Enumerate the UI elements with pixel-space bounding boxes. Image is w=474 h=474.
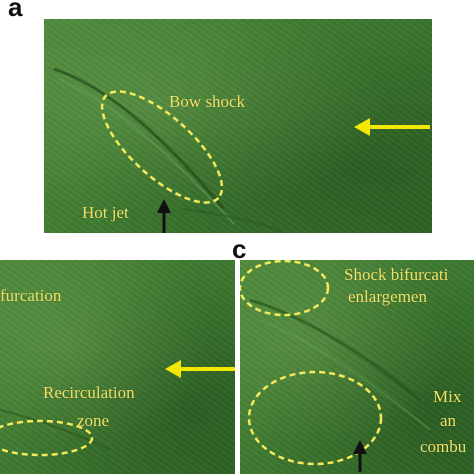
- mixing-combustion-outline: [247, 370, 383, 466]
- panel-a-overlay: [53, 67, 430, 233]
- shock-bifurcation-label: Shock bifurcati: [344, 265, 449, 284]
- recirculation-zone-outline: [0, 419, 94, 457]
- bifurcation-label: furcation: [0, 286, 62, 305]
- shock-bifurcation-outline: [240, 260, 330, 317]
- panel-b-overlay: [0, 360, 235, 457]
- arrow-up-icon: [353, 440, 367, 472]
- recirculation-label: Recirculation: [43, 383, 135, 402]
- panel-label-c: c: [232, 234, 247, 264]
- combustion-label: combu: [420, 437, 467, 456]
- enlargement-label: enlargemen: [348, 287, 427, 306]
- mix-label: Mix: [433, 387, 462, 406]
- panel-c-overlay: [240, 260, 431, 472]
- arrow-left-icon: [165, 360, 235, 378]
- hot-jet-label: Hot jet: [82, 203, 129, 222]
- panel-a-image: Bow shock Hot jet: [44, 19, 432, 233]
- arrow-up-icon: [157, 199, 171, 233]
- bow-shock-label: Bow shock: [169, 92, 246, 111]
- and-label: an: [440, 411, 457, 430]
- zone-label: zone: [77, 411, 110, 430]
- arrow-left-icon: [354, 118, 430, 136]
- panel-label-a: a: [8, 0, 23, 22]
- panel-b-image: furcation Recirculation zone: [0, 260, 235, 474]
- bow-shock-outline: [100, 90, 224, 204]
- panel-c-image: Shock bifurcati enlargemen Mix an combu: [240, 260, 474, 474]
